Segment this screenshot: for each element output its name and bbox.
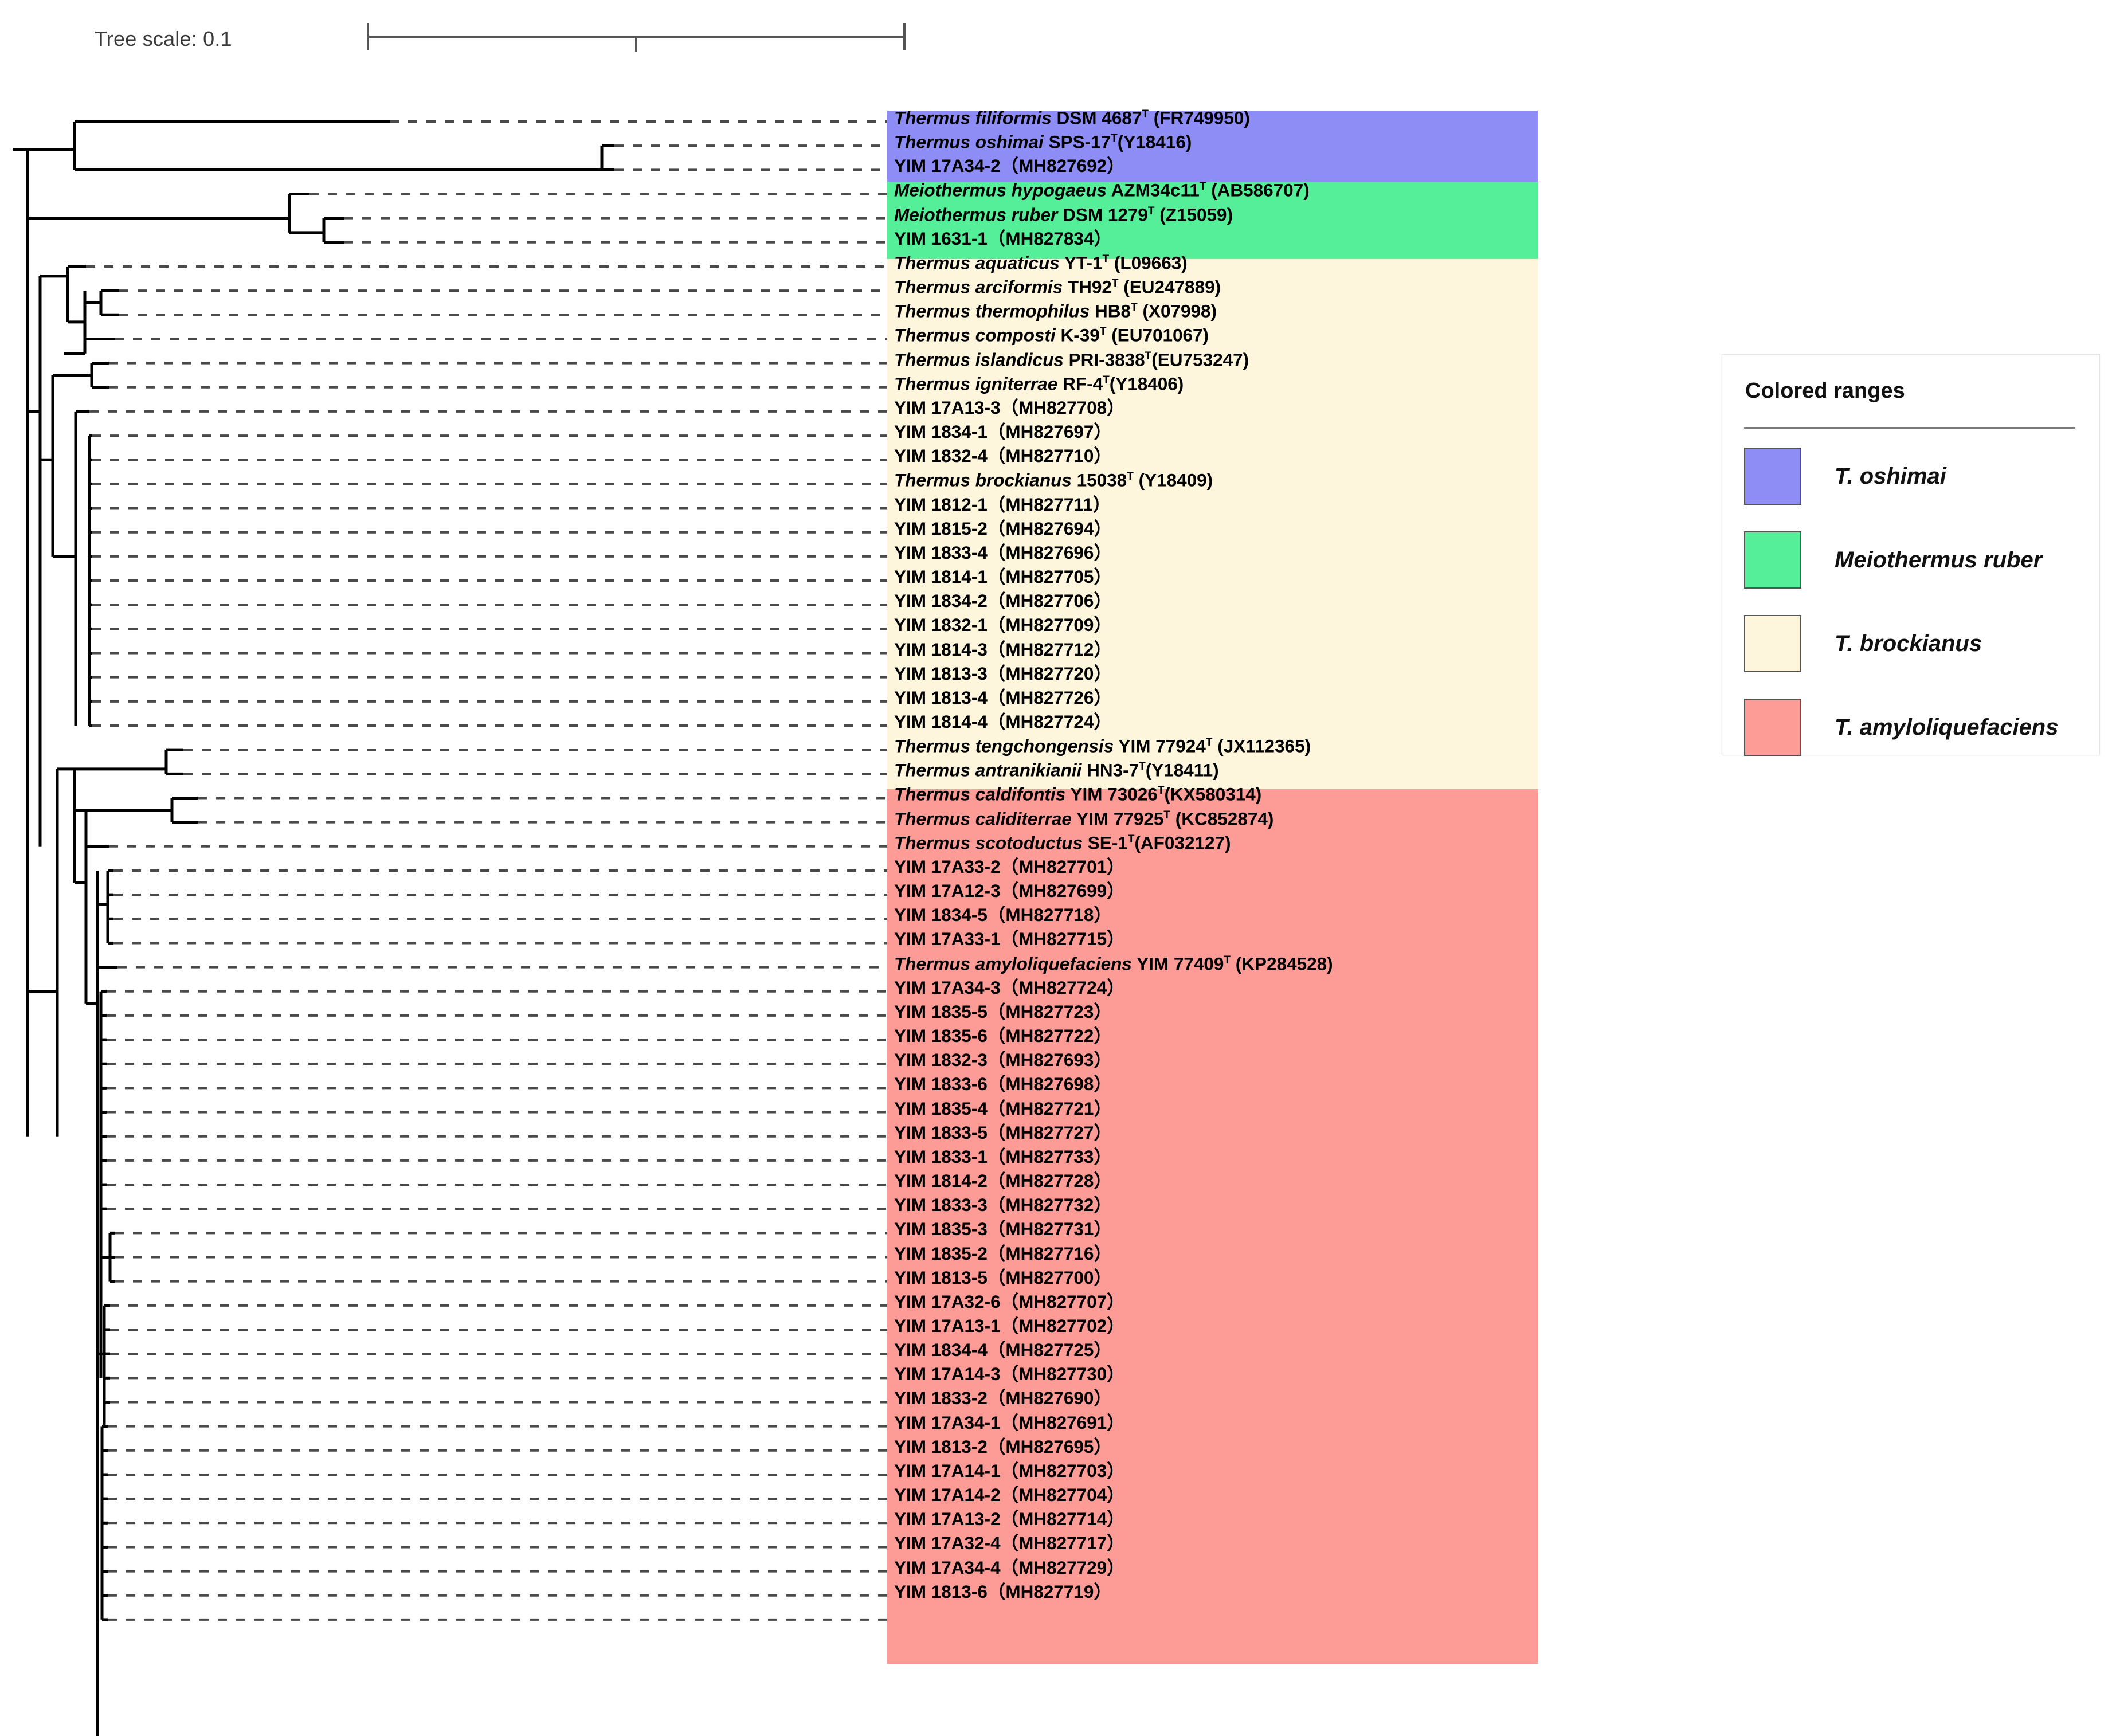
- leaf-label-list: Thermus filiformis DSM 4687T (FR749950) T…: [894, 0, 1570, 1736]
- leaf-label: YIM 1832-4（MH827710）: [894, 445, 1112, 467]
- leaf-label: YIM 1834-2（MH827706）: [894, 590, 1112, 612]
- leaf-label: Meiothermus hypogaeus AZM34c11T (AB58670…: [894, 179, 1310, 201]
- leaf-label: YIM 1813-4（MH827726）: [894, 687, 1112, 708]
- leaf-label: YIM 1835-6（MH827722）: [894, 1025, 1112, 1047]
- leaf-label: Thermus oshimai SPS-17T(Y18416): [894, 131, 1192, 152]
- leaf-label: YIM 17A34-1（MH827691）: [894, 1412, 1125, 1433]
- leaf-label: YIM 1631-1（MH827834）: [894, 228, 1112, 249]
- phylogenetic-tree: [13, 120, 887, 1736]
- legend-swatch-meiothermus-ruber: [1744, 531, 1801, 589]
- leaf-label: Thermus composti K-39T (EU701067): [894, 324, 1209, 346]
- leaf-label: YIM 1814-2（MH827728）: [894, 1170, 1112, 1192]
- leaf-label: YIM 1832-3（MH827693）: [894, 1049, 1112, 1071]
- leaf-label: Thermus caldifontis YIM 73026T(KX580314): [894, 783, 1262, 805]
- leaf-label: Meiothermus ruber DSM 1279T (Z15059): [894, 204, 1233, 225]
- leaf-label: YIM 1833-1（MH827733）: [894, 1146, 1112, 1167]
- leaf-label: YIM 17A14-2（MH827704）: [894, 1484, 1125, 1506]
- leaf-label: Thermus igniterrae RF-4T(Y18406): [894, 373, 1184, 394]
- leaf-label: YIM 1813-6（MH827719）: [894, 1581, 1112, 1602]
- leaf-label: YIM 1835-3（MH827731）: [894, 1218, 1112, 1240]
- leaf-label: Thermus islandicus PRI-3838T(EU753247): [894, 349, 1249, 370]
- leaf-label: YIM 1834-5（MH827718）: [894, 904, 1112, 926]
- legend-item-t-oshimai[interactable]: T. oshimai: [1744, 448, 2088, 508]
- range-band-meiothermus-ruber: [887, 182, 1538, 259]
- legend-item-meiothermus-ruber[interactable]: Meiothermus ruber: [1744, 531, 2088, 591]
- leaf-label: YIM 1834-4（MH827725）: [894, 1339, 1112, 1361]
- leaf-label: YIM 1833-5（MH827727）: [894, 1122, 1112, 1143]
- leaf-label: YIM 1833-3（MH827732）: [894, 1194, 1112, 1216]
- legend-item-t-brockianus[interactable]: T. brockianus: [1744, 615, 2088, 675]
- legend-panel: Colored ranges T. oshimai Meiothermus ru…: [1722, 354, 2100, 756]
- range-band-t-brockianus: [887, 259, 1538, 789]
- scale-tick-right: [903, 23, 906, 50]
- legend-item-t-amyloliquefaciens[interactable]: T. amyloliquefaciens: [1744, 699, 2088, 759]
- leaf-label: YIM 1815-2（MH827694）: [894, 518, 1112, 539]
- legend-divider: [1744, 427, 2075, 429]
- leaf-label: YIM 1812-1（MH827711）: [894, 493, 1111, 515]
- leaf-label: Thermus aquaticus YT-1T (L09663): [894, 252, 1188, 273]
- leaf-label: YIM 17A32-4（MH827717）: [894, 1533, 1125, 1554]
- scale-ruler: [367, 23, 906, 52]
- leaf-label: YIM 1835-2（MH827716）: [894, 1243, 1112, 1264]
- tree-scale-label: Tree scale: 0.1: [95, 27, 232, 50]
- leaf-label: Thermus thermophilus HB8T (X07998): [894, 300, 1217, 322]
- leaf-label: YIM 17A14-1（MH827703）: [894, 1460, 1125, 1481]
- leaf-label: Thermus brockianus 15038T (Y18409): [894, 469, 1213, 491]
- leaf-label: YIM 17A34-4（MH827729）: [894, 1557, 1125, 1578]
- leaf-label: YIM 1813-3（MH827720）: [894, 663, 1112, 684]
- legend-label-t-amyloliquefaciens: T. amyloliquefaciens: [1835, 715, 2059, 740]
- leaf-label: YIM 17A14-3（MH827730）: [894, 1363, 1125, 1385]
- leaf-label: Thermus antranikianii HN3-7T(Y18411): [894, 759, 1219, 781]
- leaf-label: YIM 1814-1（MH827705）: [894, 566, 1112, 587]
- scale-tick-middle: [635, 37, 637, 52]
- tree-branches: [13, 120, 614, 1736]
- range-band-t-oshimai: [887, 111, 1538, 182]
- leaf-label: YIM 17A12-3（MH827699）: [894, 880, 1125, 902]
- leaf-label: YIM 1814-3（MH827712）: [894, 638, 1112, 660]
- leaf-label: YIM 1835-5（MH827723）: [894, 1001, 1112, 1022]
- leaf-label: YIM 17A13-3（MH827708）: [894, 397, 1125, 418]
- leaf-label: Thermus scotoductus SE-1T(AF032127): [894, 832, 1231, 853]
- legend-title: Colored ranges: [1745, 379, 1905, 403]
- leaf-label: YIM 1813-2（MH827695）: [894, 1436, 1112, 1457]
- legend-label-t-brockianus: T. brockianus: [1835, 631, 1982, 656]
- leaf-label: YIM 1835-4（MH827721）: [894, 1098, 1112, 1119]
- leaf-label: YIM 17A33-2（MH827701）: [894, 856, 1125, 877]
- leaf-label: Thermus arciformis TH92T (EU247889): [894, 276, 1221, 297]
- legend-label-t-oshimai: T. oshimai: [1835, 464, 1946, 489]
- leaf-label: YIM 17A32-6（MH827707）: [894, 1291, 1125, 1312]
- tree-leader-lines: [86, 120, 887, 1621]
- legend-swatch-t-oshimai: [1744, 448, 1801, 505]
- legend-label-meiothermus-ruber: Meiothermus ruber: [1835, 547, 2043, 573]
- leaf-label: Thermus tengchongensis YIM 77924T (JX112…: [894, 735, 1311, 757]
- legend-swatch-t-amyloliquefaciens: [1744, 699, 1801, 756]
- leaf-label: YIM 17A33-1（MH827715）: [894, 928, 1125, 950]
- legend-swatch-t-brockianus: [1744, 615, 1801, 672]
- leaf-label: YIM 17A34-2（MH827692）: [894, 155, 1125, 177]
- leaf-label: YIM 17A34-3（MH827724）: [894, 977, 1125, 998]
- leaf-label: YIM 1833-2（MH827690）: [894, 1388, 1112, 1409]
- leaf-label: Thermus caliditerrae YIM 77925T (KC85287…: [894, 808, 1274, 829]
- leaf-label: Thermus filiformis DSM 4687T (FR749950): [894, 107, 1250, 128]
- range-band-t-amyloliquefaciens: [887, 789, 1538, 1664]
- leaf-label: YIM 1814-4（MH827724）: [894, 711, 1112, 732]
- scale-tick-left: [367, 23, 369, 50]
- leaf-label: YIM 1833-6（MH827698）: [894, 1073, 1112, 1095]
- leaf-label: YIM 1813-5（MH827700）: [894, 1267, 1112, 1288]
- leaf-label: YIM 17A13-2（MH827714）: [894, 1508, 1125, 1530]
- leaf-label: YIM 1833-4（MH827696）: [894, 542, 1112, 563]
- leaf-label: YIM 1832-1（MH827709）: [894, 614, 1112, 636]
- leaf-label: Thermus amyloliquefaciens YIM 77409T (KP…: [894, 953, 1333, 974]
- leaf-label: YIM 1834-1（MH827697）: [894, 421, 1112, 442]
- tree-scale-bar: Tree scale: 0.1: [0, 0, 974, 69]
- leaf-label: YIM 17A13-1（MH827702）: [894, 1315, 1125, 1336]
